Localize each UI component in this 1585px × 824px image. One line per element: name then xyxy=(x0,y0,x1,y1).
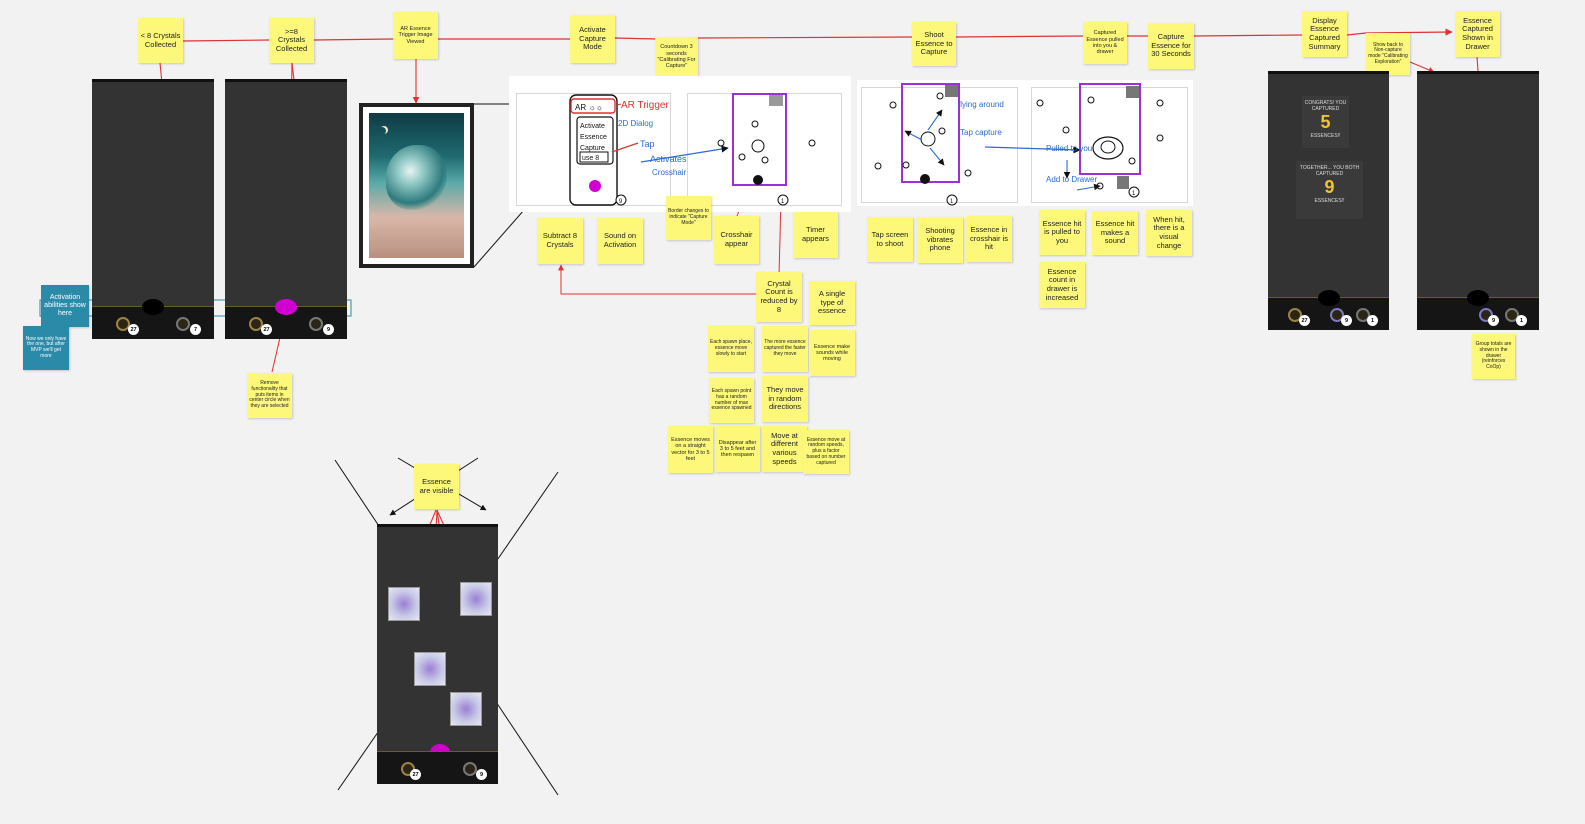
note-essence-visible[interactable]: Essence are visible xyxy=(414,464,459,509)
center-circle xyxy=(1317,290,1340,306)
note-hit-sound[interactable]: Essence hit makes a sound xyxy=(1092,211,1138,255)
summary-line-1: CONGRATS! YOU CAPTURED xyxy=(1304,100,1347,112)
note-vibrates-phone[interactable]: Shooting vibrates phone xyxy=(917,217,963,263)
note-count-increased[interactable]: Essence count in drawer is increased xyxy=(1039,262,1085,308)
essence-sprite-1 xyxy=(388,587,420,621)
note-visual-change[interactable]: When hit, there is a visual change xyxy=(1146,210,1192,256)
summary-count-together: 9 xyxy=(1324,177,1335,197)
note-ar-trigger[interactable]: AR Essence Trigger Image Viewed xyxy=(393,12,438,59)
summary-panel-you: CONGRATS! YOU CAPTURED 5 ESSENCES!! xyxy=(1302,96,1349,148)
ar-trigger-image xyxy=(359,103,474,268)
note-display-summary[interactable]: Display Essence Captured Summary xyxy=(1302,11,1347,57)
phone-crossed-out: 27 9 xyxy=(377,524,498,784)
note-spawn-random[interactable]: Each spawn point has a random number of … xyxy=(709,378,754,423)
sketch-shoot-frame-2 xyxy=(1031,87,1188,203)
note-mvp[interactable]: Now we only have the one, but after MVP … xyxy=(23,326,69,370)
summary-line-4: ESSENCES!! xyxy=(1314,198,1345,204)
drawer-bar: 9 1 xyxy=(1417,290,1539,330)
note-sound-activation[interactable]: Sound on Activation xyxy=(597,218,643,264)
note-border-changes[interactable]: Border changes to indicate "Capture Mode… xyxy=(666,196,711,240)
sketch-activate-frame xyxy=(516,93,671,206)
flow-line-showback xyxy=(1409,61,1435,73)
summary-panel-together: TOGETHER... YOU BOTH CAPTURED 9 ESSENCES… xyxy=(1296,161,1363,219)
sketch-capture-frame xyxy=(687,93,842,206)
note-spawn-slow[interactable]: Each spawn place, essence move slowly to… xyxy=(708,326,754,372)
note-activate-capture[interactable]: Activate Capture Mode xyxy=(570,15,615,63)
phone-ge8: 27 9 xyxy=(225,79,347,339)
sketch-shoot-frame-1 xyxy=(861,87,1018,203)
capture-count-badge: 1 xyxy=(1516,315,1527,326)
essence-icon xyxy=(463,762,477,776)
note-more-faster[interactable]: The more essence captured the faster the… xyxy=(762,326,808,372)
note-random-speeds[interactable]: Essence move at random speeds, plus a fa… xyxy=(803,430,849,474)
note-activation-abilities[interactable]: Activation abilities show here xyxy=(41,285,89,327)
note-show-back[interactable]: Show back to Non-capture mode "Calibrati… xyxy=(1366,33,1410,75)
note-group-totals[interactable]: Group totals are shown in the drawer (re… xyxy=(1472,334,1515,379)
note-single-type[interactable]: A single type of essence xyxy=(809,281,855,325)
note-lt8-crystals[interactable]: < 8 Crystals Collected xyxy=(138,18,183,63)
moon-icon xyxy=(378,127,386,135)
arrow-subtract xyxy=(558,264,756,295)
note-various-speeds[interactable]: Move at different various speeds xyxy=(762,426,807,472)
essence-count-badge: 9 xyxy=(476,769,487,780)
wave-shape xyxy=(386,144,447,211)
essence-count-badge: 7 xyxy=(190,324,201,335)
essence-icon xyxy=(309,317,323,331)
note-tap-to-shoot[interactable]: Tap screen to shoot xyxy=(867,217,913,262)
drawer-bar: 27 9 xyxy=(377,751,498,784)
crystal-count-badge: 27 xyxy=(1299,315,1310,326)
drawer-bar: 27 9 1 xyxy=(1268,290,1389,330)
note-subtract-crystals[interactable]: Subtract 8 Crystals xyxy=(537,218,583,264)
note-disappear[interactable]: Disappear after 3 to 5 feet and then res… xyxy=(715,426,760,472)
note-hit-pulled[interactable]: Essence hit is pulled to you xyxy=(1039,210,1085,255)
arrow-crystal xyxy=(777,199,784,276)
note-timer-appears[interactable]: Timer appears xyxy=(793,212,838,258)
center-circle xyxy=(1467,290,1489,306)
note-ge8-crystals[interactable]: >=8 Crystals Collected xyxy=(269,18,314,63)
essence-sprite-2 xyxy=(460,582,492,616)
note-shoot-essence[interactable]: Shoot Essence to Capture xyxy=(912,22,956,66)
crystal-icon xyxy=(249,317,263,331)
crystal-count-badge: 27 xyxy=(261,324,272,335)
flow-line-top xyxy=(182,28,1453,42)
phone-drawer: 9 1 xyxy=(1417,71,1539,330)
essence-sprite-3 xyxy=(414,652,446,686)
center-circle xyxy=(142,299,164,315)
note-sounds-moving[interactable]: Essence make sounds while moving xyxy=(809,330,855,376)
phone-summary: CONGRATS! YOU CAPTURED 5 ESSENCES!! TOGE… xyxy=(1268,71,1389,330)
note-crosshair-hit[interactable]: Essence in crosshair is hit xyxy=(966,216,1012,262)
summary-line-2: ESSENCES!! xyxy=(1310,133,1341,139)
essence-count-badge: 9 xyxy=(323,324,334,335)
summary-count-you: 5 xyxy=(1320,112,1331,132)
summary-line-3: TOGETHER... YOU BOTH CAPTURED xyxy=(1299,165,1360,177)
note-capture-30s[interactable]: Capture Essence for 30 Seconds xyxy=(1148,23,1194,69)
drawer-bar: 27 7 xyxy=(92,299,214,339)
essence-icon xyxy=(176,317,190,331)
phone-lt8: 27 7 xyxy=(92,79,214,339)
note-remove-functionality[interactable]: Remove functionality that puts items in … xyxy=(247,373,292,418)
note-countdown[interactable]: Countdown 3 seconds "Calibrating For Cap… xyxy=(655,37,698,77)
capture-count-badge: 1 xyxy=(1367,315,1378,326)
wave-artwork xyxy=(369,113,464,258)
note-random-directions[interactable]: They move in random directions xyxy=(762,376,808,422)
note-crystal-count-reduced[interactable]: Crystal Count is reduced by 8 xyxy=(756,272,802,322)
crystal-count-badge: 27 xyxy=(128,324,139,335)
note-crosshair-appear[interactable]: Crosshair appear xyxy=(714,216,759,264)
essence-count-badge: 9 xyxy=(1488,315,1499,326)
note-captured-pulled[interactable]: Captured Essence pulled into you & drawe… xyxy=(1083,22,1127,64)
drawer-bar: 27 9 xyxy=(225,299,347,339)
note-drawer-shown[interactable]: Essence Captured Shown in Drawer xyxy=(1455,11,1500,57)
crystal-count-badge: 27 xyxy=(410,769,421,780)
center-circle-active xyxy=(275,299,297,315)
note-straight-vector[interactable]: Essence moves on a straight vector for 3… xyxy=(668,426,713,473)
essence-count-badge: 9 xyxy=(1341,315,1352,326)
crystal-icon xyxy=(116,317,130,331)
essence-sprite-4 xyxy=(450,692,482,726)
